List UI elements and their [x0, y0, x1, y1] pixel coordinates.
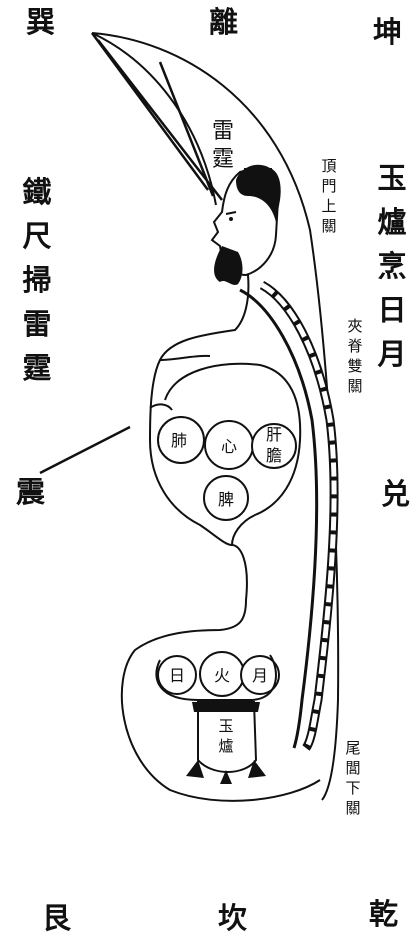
zhen-pointer: [40, 427, 130, 473]
label-furnace: 玉爐: [217, 716, 235, 756]
trigram-qian: 乾: [369, 900, 398, 929]
figure-head: [212, 165, 281, 285]
label-middle-pass: 夾脊雙關: [346, 316, 364, 396]
trigram-dui: 兑: [381, 480, 410, 509]
label-thunder: 雷霆: [210, 118, 236, 174]
organ-lung: 肺: [171, 431, 187, 450]
label-top-pass: 頂門上關: [320, 156, 338, 236]
organ-gall: 膽: [266, 446, 282, 465]
organ-moon: 月: [252, 666, 268, 685]
sword-edge: [92, 33, 222, 200]
phrase-jade-furnace: 玉爐烹日月: [376, 156, 408, 376]
trigram-kun: 坤: [373, 18, 402, 47]
organ-spleen: 脾: [218, 490, 234, 509]
trigram-zhen: 震: [16, 478, 45, 507]
organ-fire: 火: [214, 666, 230, 685]
trigram-li: 離: [209, 8, 238, 37]
phrase-iron-ruler: 鐵尺掃雷霆: [21, 170, 53, 390]
trigram-gen: 艮: [42, 904, 71, 933]
trigram-kan: 坎: [218, 904, 247, 933]
trigram-xun: 巽: [26, 8, 55, 37]
organ-heart: 心: [221, 437, 237, 456]
organ-sun: 日: [169, 666, 185, 685]
organ-liver: 肝: [266, 425, 282, 444]
label-bottom-pass: 尾閭下關: [344, 738, 362, 818]
